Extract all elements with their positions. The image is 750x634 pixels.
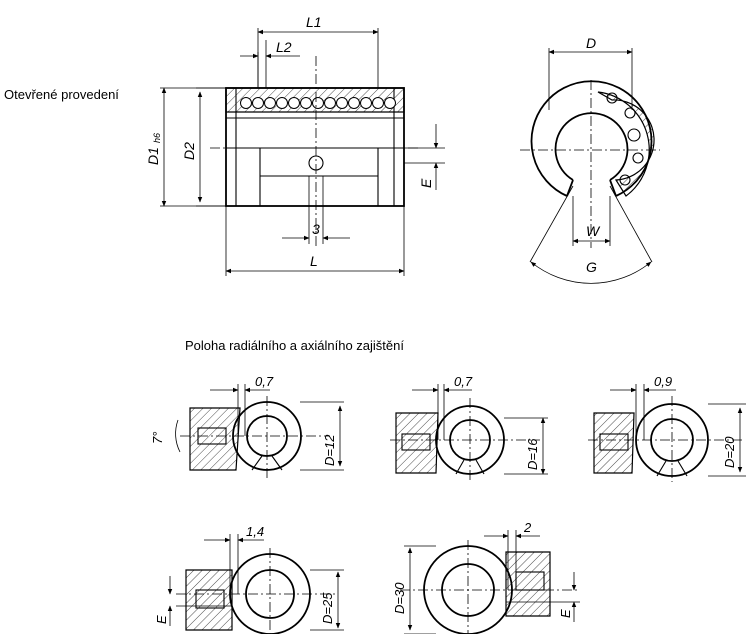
dim-L1: L1: [306, 14, 322, 30]
detail-d20-offset: 0,9: [654, 374, 672, 389]
detail-d12: 0,7 D=12 7°: [150, 374, 344, 478]
bearing-side-view: L1 L2 D1 h6 D2 E: [145, 14, 445, 276]
dim-D2: D2: [181, 142, 197, 160]
ball: [288, 97, 300, 109]
detail-d16-diameter: D=16: [525, 438, 540, 470]
ball: [336, 97, 348, 109]
ball: [384, 97, 396, 109]
ball: [252, 97, 264, 109]
dim-E: E: [418, 178, 434, 188]
dim-L2: L2: [276, 39, 292, 55]
lock-position-label: Poloha radiálního a axiálního zajištění: [185, 338, 404, 353]
detail-d25-diameter: D=25: [320, 592, 335, 624]
ball: [300, 97, 312, 109]
ball: [264, 97, 276, 109]
detail-d16: 0,7 D=16: [390, 374, 548, 480]
bearing-end-view: D W G: [520, 35, 660, 284]
dim-D1: D1: [145, 147, 161, 165]
ball: [240, 97, 252, 109]
ball: [312, 97, 324, 109]
detail-d30-diameter: D=30: [392, 582, 407, 614]
detail-d20: 0,9 D=20: [588, 374, 746, 482]
dim-W: W: [586, 223, 601, 239]
ball: [372, 97, 384, 109]
open-version-label: Otevřené provedení: [4, 87, 119, 102]
detail-d20-diameter: D=20: [722, 436, 737, 468]
dim-L: L: [310, 253, 318, 269]
dim-3: 3: [312, 221, 320, 237]
detail-d30-e: E: [558, 609, 573, 618]
ball: [348, 97, 360, 109]
detail-d12-offset: 0,7: [255, 374, 274, 389]
detail-d16-offset: 0,7: [454, 374, 473, 389]
end-view-cage-section: [597, 91, 655, 197]
detail-d25-offset: 1,4: [246, 524, 264, 539]
dim-G: G: [586, 259, 597, 275]
detail-d25: 1,4 D=25 E: [154, 524, 344, 634]
ball-row: [240, 97, 396, 109]
dim-D: D: [586, 35, 596, 51]
dim-D1-tolerance: h6: [152, 133, 162, 143]
detail-d12-diameter: D=12: [322, 434, 337, 466]
ball: [276, 97, 288, 109]
detail-d30-offset: 2: [523, 520, 532, 535]
detail-d12-angle: 7°: [150, 432, 165, 444]
detail-d30: 2 D=30 E: [392, 520, 580, 634]
ball: [360, 97, 372, 109]
ball: [324, 97, 336, 109]
detail-d25-e: E: [154, 615, 169, 624]
